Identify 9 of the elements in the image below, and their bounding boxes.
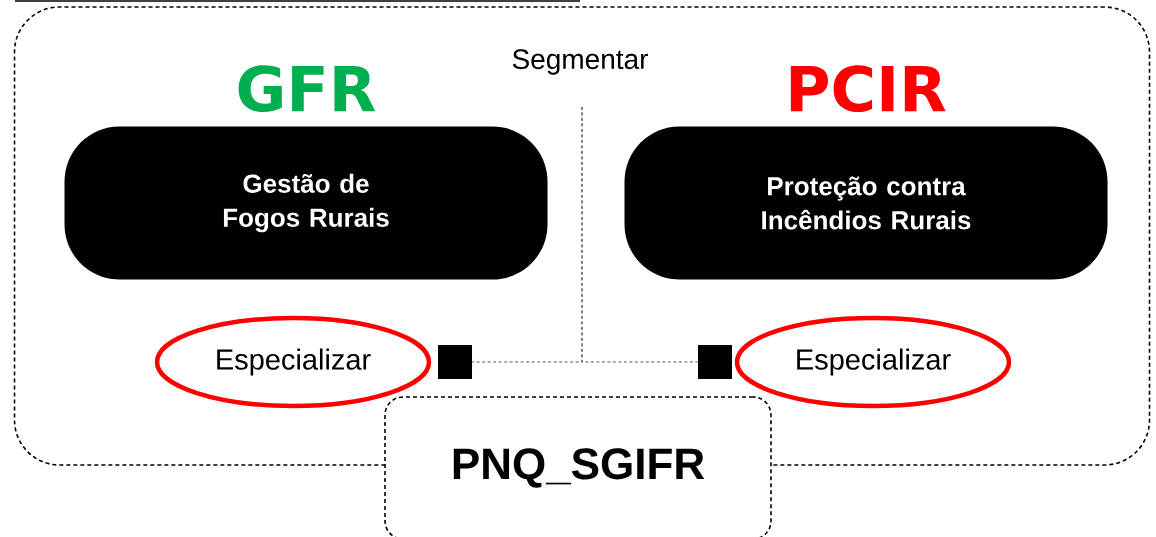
- rounded-box: Proteção contra Incêndios Rurais: [624, 126, 1108, 280]
- dashed-box: PNQ_SGIFR: [384, 396, 772, 537]
- label-text: Segmentar: [512, 49, 648, 75]
- heading: PCIR: [790, 65, 946, 113]
- square-marker: [438, 345, 472, 379]
- connector-line: [581, 106, 699, 363]
- square-marker: [698, 345, 732, 379]
- rounded-box: Gestão de Fogos Rurais: [64, 126, 548, 280]
- heading: GFR: [238, 65, 376, 113]
